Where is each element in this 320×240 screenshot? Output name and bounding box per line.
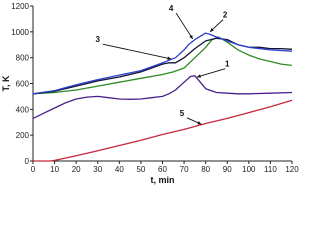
x-tick-label: 100	[242, 165, 256, 174]
series-group	[32, 32, 293, 162]
y-tick-label: 1000	[11, 28, 29, 37]
x-tick-label: 80	[201, 165, 210, 174]
label-leader-line	[196, 68, 226, 78]
label-arrowhead	[189, 34, 193, 39]
x-tick-label: 10	[50, 165, 59, 174]
y-tick-label: 200	[16, 131, 30, 140]
y-tick-label: 600	[16, 80, 30, 89]
chart-axes	[32, 6, 292, 162]
curve-label-4: 4	[169, 4, 174, 13]
x-tick-label: 60	[158, 165, 167, 174]
x-axis-title: t, min	[151, 175, 175, 185]
series-line-5	[33, 99, 293, 162]
y-tick-label: 800	[16, 54, 30, 63]
y-tick-label: 400	[16, 105, 30, 114]
label-arrowhead	[209, 28, 214, 32]
series-line-2	[32, 36, 293, 95]
series-line-4	[32, 32, 293, 95]
label-arrowhead	[167, 56, 172, 60]
curve-label-2: 2	[223, 11, 228, 20]
label-arrowhead	[197, 121, 202, 125]
label-leader-line	[102, 43, 172, 60]
y-axis-title: T, K	[1, 75, 11, 92]
label-leader-line	[175, 12, 194, 40]
x-tick-label: 0	[31, 165, 36, 174]
x-tick-label: 120	[285, 165, 299, 174]
curve-label-3: 3	[96, 35, 101, 44]
y-axis-ticks: 0 200 400 600 800 1000 1200	[11, 2, 33, 166]
x-tick-label: 50	[136, 165, 145, 174]
y-tick-label: 1200	[11, 2, 29, 11]
line-chart: 0 10 20 30 40 50 60 70 80 90 100 110 120 0 200 400 600 8…	[1, 2, 299, 185]
y-tick-label: 0	[25, 157, 30, 166]
x-tick-label: 110	[264, 165, 277, 174]
x-tick-label: 40	[115, 165, 124, 174]
label-arrowhead	[197, 74, 201, 78]
curve-labels: 1 2 3 4 5	[96, 4, 230, 125]
series-line-1	[32, 75, 293, 119]
x-tick-label: 70	[180, 165, 189, 174]
curve-label-5: 5	[180, 109, 185, 118]
x-tick-label: 20	[72, 165, 81, 174]
curve-label-1: 1	[225, 60, 230, 69]
x-axis-ticks: 0 10 20 30 40 50 60 70 80 90 100 110 120	[31, 161, 299, 174]
x-tick-label: 90	[223, 165, 232, 174]
x-tick-label: 30	[93, 165, 102, 174]
series-line-3	[32, 37, 293, 95]
